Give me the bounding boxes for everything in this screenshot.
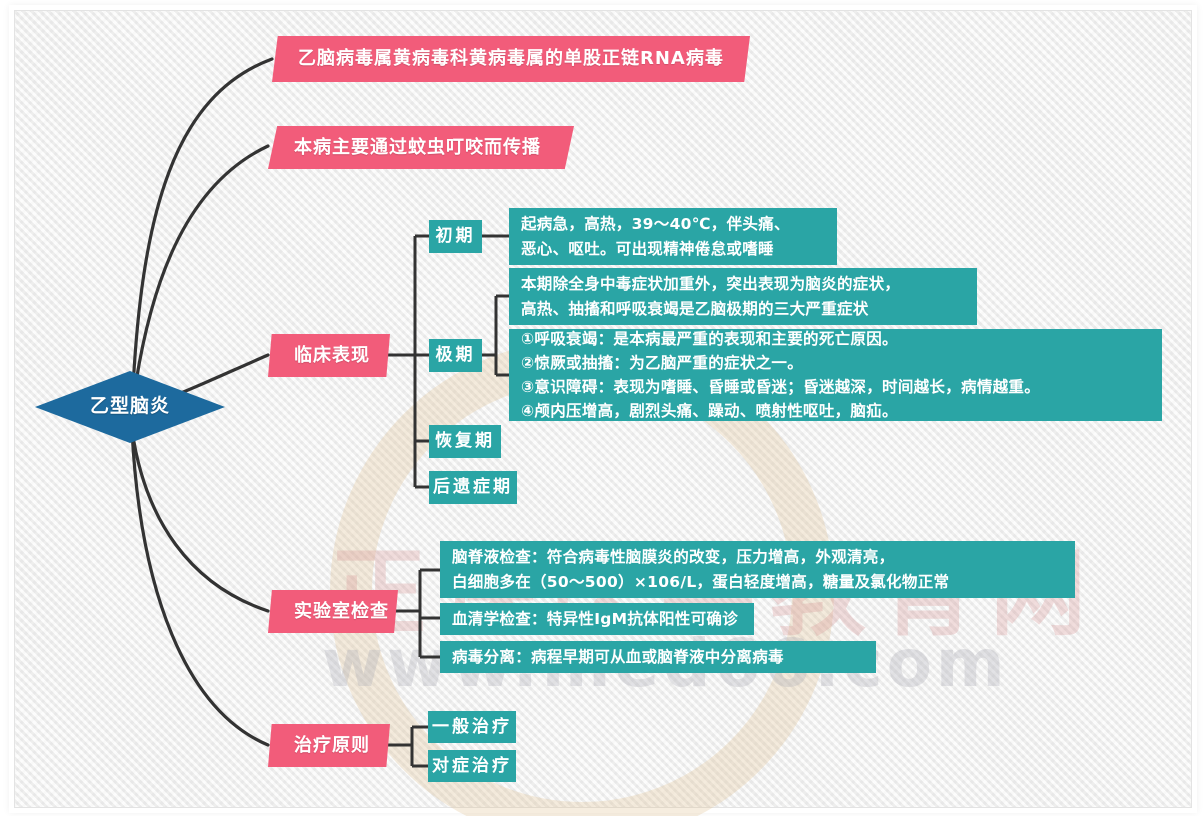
detail-text-peak-overview: 本期除全身中毒症状加重外，突出表现为脑炎的症状， 高热、抽搐和呼吸衰竭是乙脑极期… [521, 275, 901, 318]
stage-label-recovery: 恢复期 [435, 431, 495, 452]
detail-node-early-symptoms[interactable]: 起病急，高热，39～40℃，伴头痛、 恶心、呕吐。可出现精神倦怠或嗜睡 [509, 208, 837, 265]
lab-text-isolation: 病毒分离：病程早期可从血或脑脊液中分离病毒 [452, 647, 784, 666]
branch-node-virus[interactable]: 乙脑病毒属黄病毒科黄病毒属的单股正链RNA病毒 [272, 36, 750, 82]
treatment-node-symptomatic[interactable]: 对症治疗 [428, 750, 516, 782]
stage-label-sequelae: 后遗症期 [433, 477, 513, 498]
branch-node-treatment[interactable]: 治疗原则 [268, 724, 390, 767]
branch-node-transmission[interactable]: 本病主要通过蚊虫叮咬而传播 [268, 126, 574, 169]
detail-text-early-symptoms: 起病急，高热，39～40℃，伴头痛、 恶心、呕吐。可出现精神倦怠或嗜睡 [521, 215, 790, 258]
treatment-label-symptomatic: 对症治疗 [432, 755, 512, 776]
branch-label-virus: 乙脑病毒属黄病毒科黄病毒属的单股正链RNA病毒 [298, 48, 724, 70]
detail-node-peak-overview[interactable]: 本期除全身中毒症状加重外，突出表现为脑炎的症状， 高热、抽搐和呼吸衰竭是乙脑极期… [509, 268, 977, 325]
stage-node-peak[interactable]: 极期 [429, 339, 482, 372]
lab-text-csf: 脑脊液检查：符合病毒性脑膜炎的改变，压力增高，外观清亮， 白细胞多在（50～50… [452, 548, 950, 591]
detail-text-peak-list: ①呼吸衰竭：是本病最严重的表现和主要的死亡原因。 ②惊厥或抽搐：为乙脑严重的症状… [521, 329, 1041, 421]
lab-node-isolation[interactable]: 病毒分离：病程早期可从血或脑脊液中分离病毒 [440, 641, 876, 673]
treatment-label-general: 一般治疗 [432, 716, 512, 737]
lab-node-serology[interactable]: 血清学检查：特异性IgM抗体阳性可确诊 [440, 603, 754, 635]
treatment-node-general[interactable]: 一般治疗 [428, 711, 516, 743]
branch-label-transmission: 本病主要通过蚊虫叮咬而传播 [294, 136, 541, 158]
root-label: 乙型脑炎 [89, 395, 170, 418]
branch-node-clinical[interactable]: 临床表现 [268, 334, 390, 377]
branch-label-lab: 实验室检查 [294, 600, 389, 622]
stage-label-peak: 极期 [435, 345, 476, 366]
stage-node-sequelae[interactable]: 后遗症期 [429, 471, 517, 504]
stage-node-early[interactable]: 初期 [429, 220, 482, 253]
lab-text-serology: 血清学检查：特异性IgM抗体阳性可确诊 [452, 609, 738, 628]
branch-label-clinical: 临床表现 [294, 344, 370, 366]
detail-node-peak-list[interactable]: ①呼吸衰竭：是本病最严重的表现和主要的死亡原因。 ②惊厥或抽搐：为乙脑严重的症状… [509, 329, 1162, 421]
branch-label-treatment: 治疗原则 [294, 734, 370, 756]
lab-node-csf[interactable]: 脑脊液检查：符合病毒性脑膜炎的改变，压力增高，外观清亮， 白细胞多在（50～50… [440, 541, 1075, 598]
stage-label-early: 初期 [435, 226, 476, 247]
stage-node-recovery[interactable]: 恢复期 [429, 425, 501, 458]
branch-node-lab[interactable]: 实验室检查 [268, 590, 398, 633]
